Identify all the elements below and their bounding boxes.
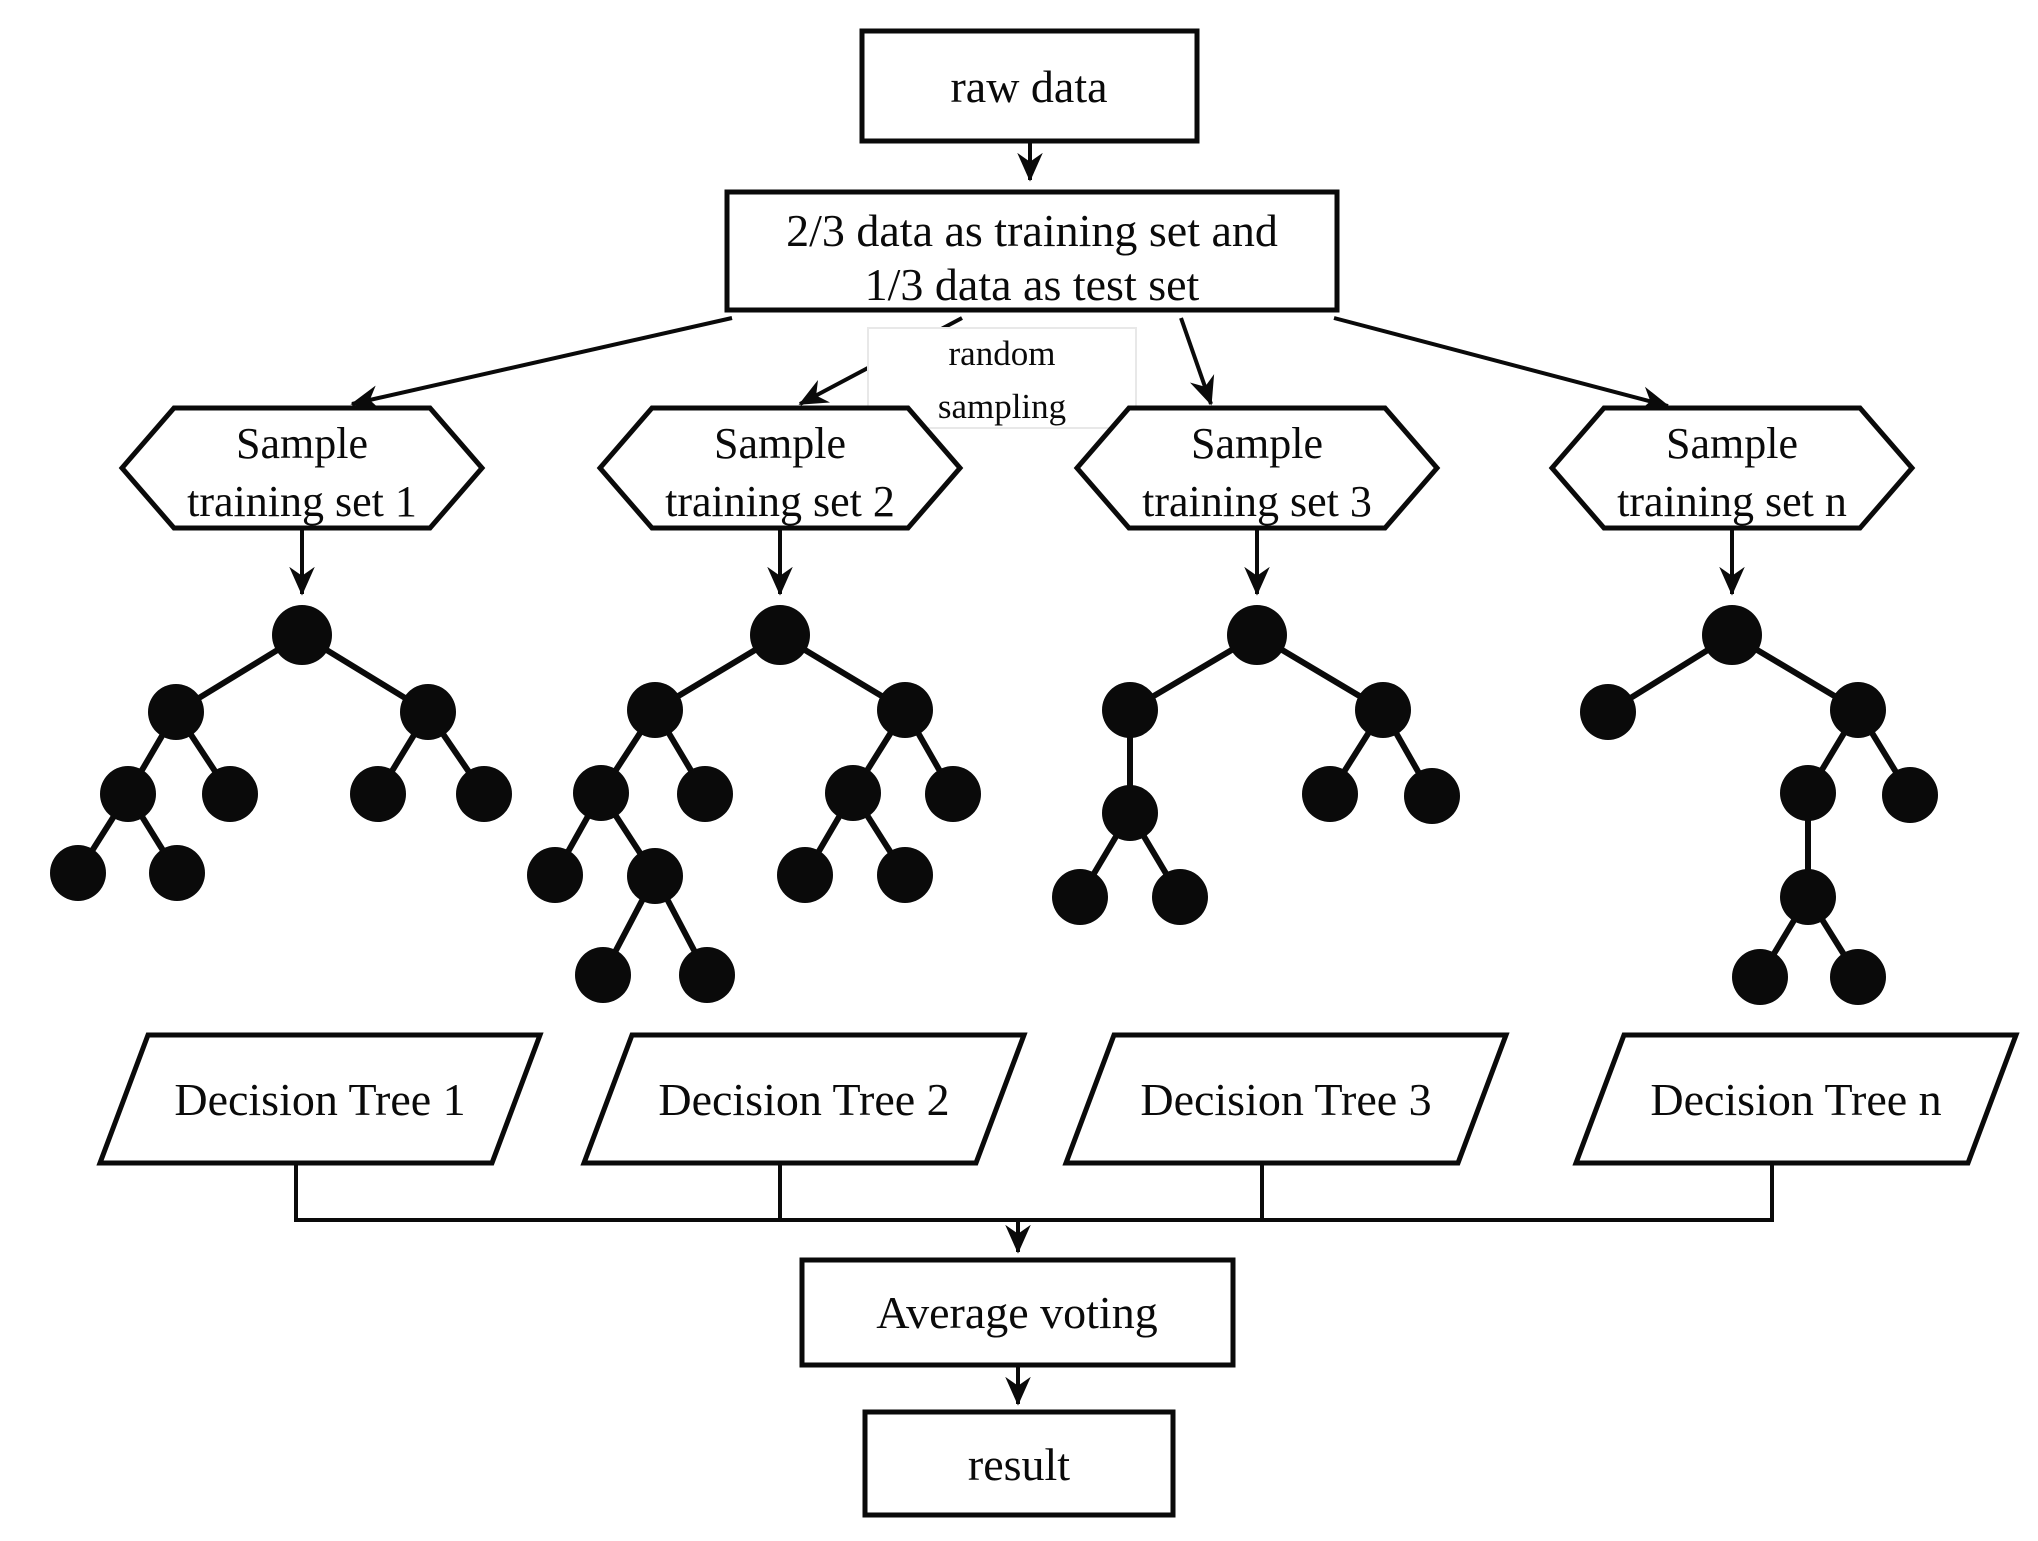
hexagon-n-line-2: training set n [1617,477,1847,526]
tree-node [877,847,933,903]
decision-tree-1-label: Decision Tree 1 [174,1074,465,1125]
tree-node [677,766,733,822]
tree-node [1882,767,1938,823]
split-box-line-1: 2/3 data as training set and [786,205,1278,256]
tree-node [1227,605,1287,665]
raw-data-label: raw data [950,61,1107,112]
decision-tree-graphic-2 [527,605,981,1003]
hexagon-3-line-2: training set 3 [1142,477,1372,526]
raw-data-box [859,28,1200,144]
tree-node [627,848,683,904]
sample-training-set-3-hexagon: Sample training set 3 [1073,405,1441,531]
tree-node [1102,682,1158,738]
split-box-line-2: 1/3 data as test set [865,259,1200,310]
tree-node [679,947,735,1003]
sample-training-set-2-hexagon: Sample training set 2 [596,405,964,531]
tree-node [149,845,205,901]
tree-node [456,766,512,822]
tree-node [400,684,456,740]
decision-tree-3-label: Decision Tree 3 [1140,1074,1431,1125]
sample-training-set-1-hexagon: Sample training set 1 [118,405,486,531]
hexagon-1-line-2: training set 1 [187,477,417,526]
tree-node [527,847,583,903]
tree-node [148,684,204,740]
tree-node [573,765,629,821]
tree-node [1052,869,1108,925]
tree-node [1580,684,1636,740]
fan-line-1 [350,316,733,411]
decision-tree-1-shape: Decision Tree 1 [96,1032,544,1166]
random-sampling-line-1: random [949,334,1056,373]
fan-line-4 [1333,316,1670,412]
hexagon-2-line-1: Sample [714,419,846,468]
tree-node [1830,682,1886,738]
tree-node [1302,766,1358,822]
tree-node [1355,682,1411,738]
decision-tree-graphic-n [1580,605,1938,1005]
hexagon-3-line-1: Sample [1191,419,1323,468]
tree-node [1830,949,1886,1005]
decision-tree-n-shape: Decision Tree n [1572,1032,2020,1166]
tree-node [202,766,258,822]
tree-node [50,845,106,901]
tree-node [1780,765,1836,821]
tree-node [750,605,810,665]
tree-node [1702,605,1762,665]
tree-node [925,766,981,822]
decision-tree-graphic-1 [50,605,512,901]
tree-node [1102,785,1158,841]
hexagon-2-line-2: training set 2 [665,477,895,526]
tree-node [350,766,406,822]
hexagon-n-line-1: Sample [1666,419,1798,468]
fan-line-3 [1179,317,1215,406]
tree-node [777,847,833,903]
tree-node [877,682,933,738]
tree-node [1404,768,1460,824]
result-box [862,1409,1176,1518]
average-voting-label: Average voting [876,1287,1157,1338]
split-box [724,189,1340,313]
result-label: result [968,1439,1070,1490]
decision-tree-n-label: Decision Tree n [1650,1074,1941,1125]
hexagon-1-line-1: Sample [236,419,368,468]
tree-node [100,766,156,822]
decision-tree-3-shape: Decision Tree 3 [1062,1032,1510,1166]
tree-node [825,765,881,821]
decision-tree-graphics-layer [50,605,1938,1005]
tree-node [1780,869,1836,925]
decision-tree-2-label: Decision Tree 2 [658,1074,949,1125]
tree-node [575,947,631,1003]
sample-training-set-n-hexagon: Sample training set n [1548,405,1916,531]
random-sampling-line-2: sampling [938,387,1066,426]
tree-node [272,605,332,665]
tree-node [627,682,683,738]
decision-tree-graphic-3 [1052,605,1460,925]
average-voting-box [799,1257,1236,1368]
tree-node [1152,869,1208,925]
tree-node [1732,949,1788,1005]
decision-tree-2-shape: Decision Tree 2 [580,1032,1028,1166]
